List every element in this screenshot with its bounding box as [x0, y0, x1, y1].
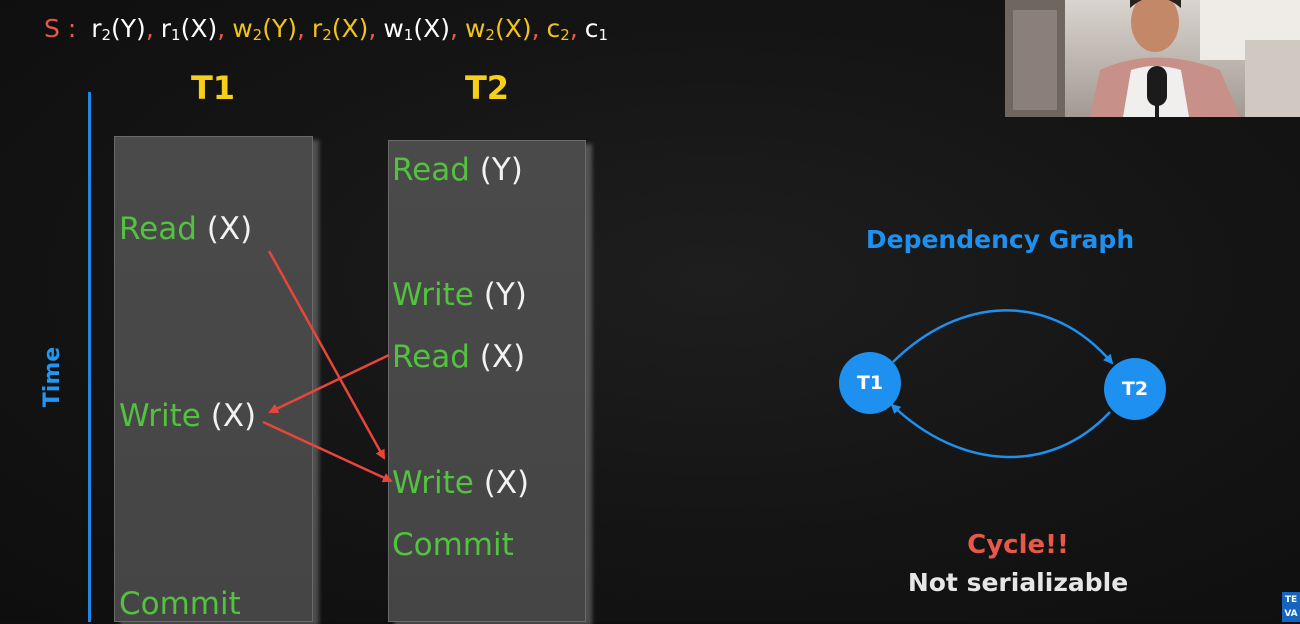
schedule-op-item: (Y) [262, 14, 297, 43]
presenter-video-image [1005, 0, 1300, 117]
conflict-arrow-t1-write-to-t2-write [262, 420, 393, 483]
commit-label: Commit [392, 527, 514, 563]
schedule-op-letter: w [232, 14, 253, 43]
schedule-op: w2(X) [464, 14, 532, 44]
operation-argument: (Y) [479, 152, 523, 188]
schedule-op: r2(Y) [91, 14, 146, 44]
operation-argument: (X) [206, 211, 253, 247]
schedule-op: w2(Y) [232, 14, 297, 44]
channel-badge: TE VA [1282, 592, 1300, 622]
schedule-op-letter: c [584, 14, 599, 43]
schedule-op-transaction: 1 [598, 26, 609, 44]
t2-read-y: Read (Y) [392, 150, 523, 190]
t2-commit: Commit [392, 525, 514, 565]
operation-argument: (X) [483, 465, 530, 501]
schedule-op: r2(X) [311, 14, 369, 44]
operation-keyword: Read [392, 152, 470, 188]
t1-read-x: Read (X) [119, 209, 252, 249]
t2-write-x: Write (X) [392, 463, 529, 503]
schedule-op-transaction: 2 [101, 26, 112, 44]
schedule-separator: , [296, 14, 305, 43]
schedule-separator: , [531, 14, 540, 43]
schedule-separator: , [449, 14, 458, 43]
operation-keyword: Write [392, 277, 474, 313]
presenter-webcam [1005, 0, 1300, 117]
graph-node-t2: T2 [1104, 358, 1166, 420]
schedule-op-letter: r [311, 14, 323, 43]
schedule-op-item: (X) [180, 14, 218, 43]
t2-read-x: Read (X) [392, 337, 525, 377]
schedule-op-transaction: 2 [560, 26, 570, 44]
commit-label: Commit [119, 586, 241, 622]
schedule-op-item: (X) [331, 14, 369, 43]
operation-keyword: Write [119, 398, 201, 434]
schedule-separator: , [145, 14, 154, 43]
conflict-arrow-t2-read-to-t1-write [268, 353, 390, 414]
operation-argument: (X) [210, 398, 257, 434]
edge-t2-to-t1 [890, 403, 1111, 459]
schedule-op-letter: w [383, 14, 404, 43]
cycle-label: Cycle!! [967, 530, 1069, 560]
t1-commit: Commit [119, 584, 241, 624]
time-axis [88, 92, 91, 622]
schedule-op-transaction: 1 [403, 26, 414, 44]
schedule-separator: , [368, 14, 377, 43]
schedule-op-transaction: 2 [252, 26, 263, 44]
operation-keyword: Read [119, 211, 197, 247]
graph-node-t1: T1 [839, 352, 901, 414]
schedule-operations: r2(Y),r1(X),w2(Y),r2(X),w1(X),w2(X),c2,c… [84, 14, 609, 44]
operation-keyword: Read [392, 339, 470, 375]
schedule-op-transaction: 2 [485, 26, 495, 44]
not-serializable-label: Not serializable [907, 568, 1129, 597]
edge-t1-to-t2 [892, 309, 1114, 365]
graph-title: Dependency Graph [865, 225, 1135, 254]
conflict-arrow-t1-read-to-t2-write [267, 250, 386, 460]
schedule-separator: , [569, 14, 578, 43]
operation-keyword: Write [392, 465, 474, 501]
schedule-line: S : r2(Y),r1(X),w2(Y),r2(X),w1(X),w2(X),… [44, 9, 608, 49]
schedule-op-item: (X) [494, 14, 532, 43]
schedule-separator: , [217, 14, 226, 43]
schedule-op-transaction: 2 [322, 26, 332, 44]
schedule-op: r1(X) [160, 14, 218, 44]
t1-title: T1 [190, 69, 236, 107]
schedule-op: c1 [584, 14, 609, 44]
schedule-op: c2 [546, 14, 570, 44]
t1-write-x: Write (X) [119, 396, 256, 436]
schedule-op-transaction: 1 [171, 26, 181, 44]
schedule-op-letter: w [464, 14, 486, 43]
schedule-op-letter: c [546, 14, 561, 43]
schedule-op: w1(X) [383, 14, 450, 44]
schedule-op-item: (Y) [111, 14, 146, 43]
schedule-op-letter: r [91, 14, 102, 43]
t2-column [388, 140, 586, 622]
operation-argument: (Y) [483, 277, 527, 313]
badge-line-1: TE [1284, 595, 1298, 605]
schedule-op-item: (X) [413, 14, 450, 43]
schedule-op-letter: r [160, 14, 172, 43]
operation-argument: (X) [479, 339, 526, 375]
badge-line-2: VA [1284, 609, 1298, 619]
schedule-label: S : [44, 14, 77, 43]
t2-write-y: Write (Y) [392, 275, 527, 315]
t2-title: T2 [464, 69, 510, 107]
t1-column [114, 136, 313, 622]
